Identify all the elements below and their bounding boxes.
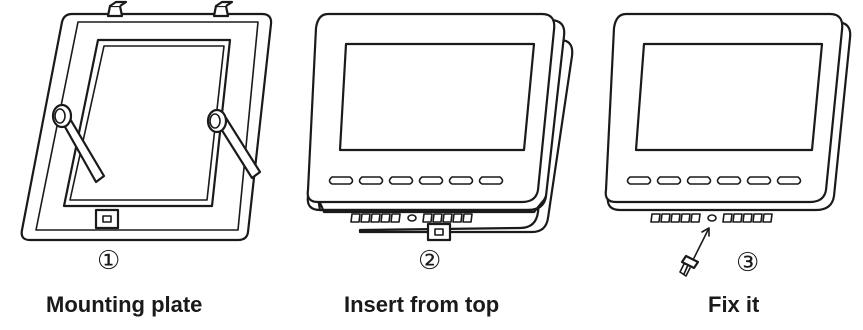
screw-icon bbox=[680, 256, 698, 276]
arrow-icon bbox=[694, 228, 709, 258]
device-fixed-illustration bbox=[606, 14, 851, 222]
step-3-number: ③ bbox=[736, 250, 759, 276]
mounting-plate-illustration bbox=[22, 2, 271, 240]
step-1-caption: Mounting plate bbox=[46, 294, 202, 316]
step-2-caption: Insert from top bbox=[344, 294, 499, 316]
step-3-caption: Fix it bbox=[708, 294, 759, 316]
device-insert-illustration bbox=[308, 14, 573, 240]
step-1-number: ① bbox=[97, 248, 120, 274]
step-2-number: ② bbox=[418, 248, 441, 274]
